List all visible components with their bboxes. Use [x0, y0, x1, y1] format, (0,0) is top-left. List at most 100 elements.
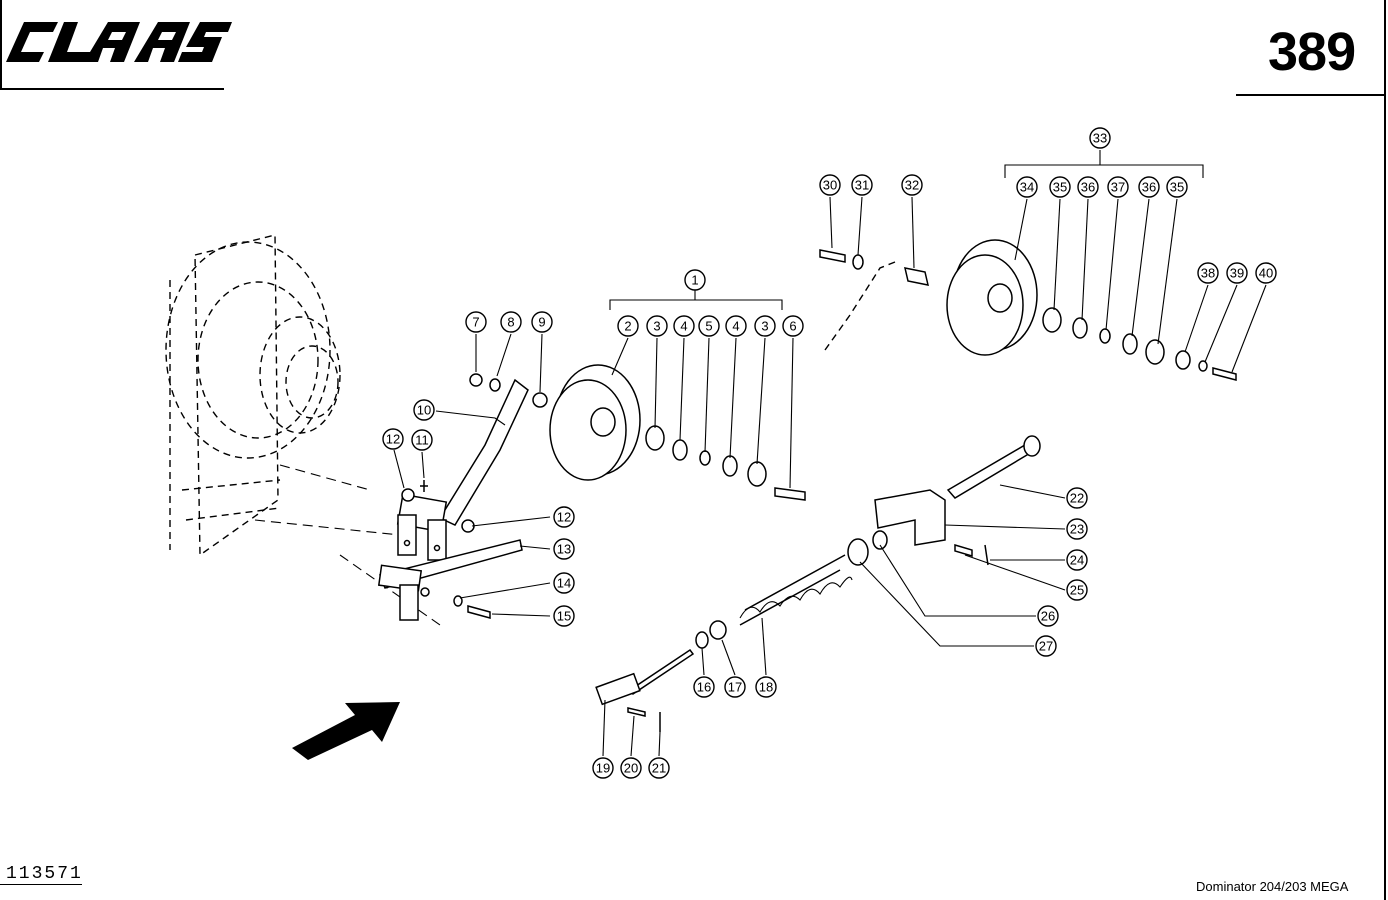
- callout-3a: 3: [646, 315, 668, 337]
- lever-arm: [396, 378, 529, 561]
- svg-text:27: 27: [1039, 639, 1053, 654]
- callout-22: 22: [1066, 487, 1088, 509]
- callout-12b: 12: [553, 506, 575, 528]
- callout-25: 25: [1066, 579, 1088, 601]
- drawing-number: 113571: [6, 864, 83, 884]
- callout-34: 34: [1016, 176, 1038, 198]
- svg-text:10: 10: [417, 403, 431, 418]
- svg-text:32: 32: [905, 178, 919, 193]
- callout-5: 5: [698, 315, 720, 337]
- tension-pulley-left: [549, 364, 806, 501]
- svg-text:34: 34: [1020, 180, 1034, 195]
- callout-15: 15: [553, 605, 575, 627]
- gearbox-housing-phantom: [165, 234, 341, 557]
- callout-31: 31: [851, 174, 873, 196]
- callout-30: 30: [819, 174, 841, 196]
- callout-18: 18: [755, 676, 777, 698]
- svg-text:20: 20: [624, 761, 638, 776]
- svg-text:15: 15: [557, 609, 571, 624]
- footer-rule: [0, 884, 82, 885]
- frame-left-edge: [0, 0, 2, 90]
- svg-text:14: 14: [557, 576, 571, 591]
- tension-pulley-right: [819, 239, 1237, 381]
- svg-text:7: 7: [472, 315, 479, 330]
- callout-16: 16: [693, 676, 715, 698]
- svg-text:33: 33: [1093, 131, 1107, 146]
- callout-17: 17: [724, 676, 746, 698]
- svg-text:25: 25: [1070, 583, 1084, 598]
- callout-21: 21: [648, 757, 670, 779]
- washer-14: [453, 595, 463, 607]
- link-bar: [377, 539, 523, 621]
- svg-text:22: 22: [1070, 491, 1084, 506]
- svg-text:24: 24: [1070, 553, 1084, 568]
- callout-12a: 12: [382, 428, 404, 450]
- callout-39: 39: [1226, 262, 1248, 284]
- svg-text:9: 9: [538, 315, 545, 330]
- direction-arrow: [292, 702, 400, 760]
- bracket-and-shaft: [874, 435, 1041, 566]
- machine-model: Dominator 204/203 MEGA: [1196, 879, 1349, 894]
- svg-text:36: 36: [1081, 180, 1095, 195]
- nut-7: [469, 373, 483, 387]
- svg-text:35: 35: [1170, 180, 1184, 195]
- svg-text:5: 5: [705, 319, 712, 334]
- svg-text:4: 4: [680, 319, 687, 334]
- callout-33: 33: [1089, 127, 1111, 149]
- callout-36b: 36: [1138, 176, 1160, 198]
- svg-text:2: 2: [624, 319, 631, 334]
- svg-text:12: 12: [386, 432, 400, 447]
- callout-37: 37: [1107, 176, 1129, 198]
- svg-text:3: 3: [761, 319, 768, 334]
- svg-text:39: 39: [1230, 266, 1244, 281]
- svg-text:37: 37: [1111, 180, 1125, 195]
- callout-32: 32: [901, 174, 923, 196]
- bush-9: [532, 392, 548, 408]
- callout-3b: 3: [754, 315, 776, 337]
- svg-text:6: 6: [789, 319, 796, 334]
- header-rule-right: [1236, 94, 1384, 96]
- svg-text:40: 40: [1259, 266, 1273, 281]
- callout-20: 20: [620, 757, 642, 779]
- housing-centerlines: [254, 464, 441, 626]
- svg-text:16: 16: [697, 680, 711, 695]
- spring-rod-assembly: [595, 530, 888, 732]
- callout-35a: 35: [1049, 176, 1071, 198]
- callout-38: 38: [1197, 262, 1219, 284]
- svg-text:23: 23: [1070, 522, 1084, 537]
- svg-text:18: 18: [759, 680, 773, 695]
- svg-text:21: 21: [652, 761, 666, 776]
- svg-text:31: 31: [855, 178, 869, 193]
- page-number: 389: [1268, 22, 1356, 82]
- svg-text:19: 19: [596, 761, 610, 776]
- svg-text:38: 38: [1201, 266, 1215, 281]
- callout-8: 8: [500, 311, 522, 333]
- svg-text:35: 35: [1053, 180, 1067, 195]
- callout-19: 19: [592, 757, 614, 779]
- pin-11: [420, 480, 428, 492]
- svg-text:30: 30: [823, 178, 837, 193]
- callout-36a: 36: [1077, 176, 1099, 198]
- callout-11: 11: [411, 429, 433, 451]
- svg-text:17: 17: [728, 680, 742, 695]
- callout-27: 27: [1035, 635, 1057, 657]
- callout-4a: 4: [673, 315, 695, 337]
- header-rule-left: [0, 88, 224, 90]
- callout-9: 9: [531, 311, 553, 333]
- svg-text:11: 11: [415, 433, 429, 448]
- svg-text:13: 13: [557, 542, 571, 557]
- svg-text:4: 4: [732, 319, 739, 334]
- callout-13: 13: [553, 538, 575, 560]
- svg-text:1: 1: [691, 273, 698, 288]
- callout-6: 6: [782, 315, 804, 337]
- callout-4b: 4: [725, 315, 747, 337]
- callout-24: 24: [1066, 549, 1088, 571]
- callout-26: 26: [1037, 605, 1059, 627]
- svg-text:8: 8: [507, 315, 514, 330]
- callout-14: 14: [553, 572, 575, 594]
- frame-right-edge: [1384, 0, 1386, 900]
- callout-1: 1: [684, 269, 706, 291]
- callout-10: 10: [413, 399, 435, 421]
- callout-35b: 35: [1166, 176, 1188, 198]
